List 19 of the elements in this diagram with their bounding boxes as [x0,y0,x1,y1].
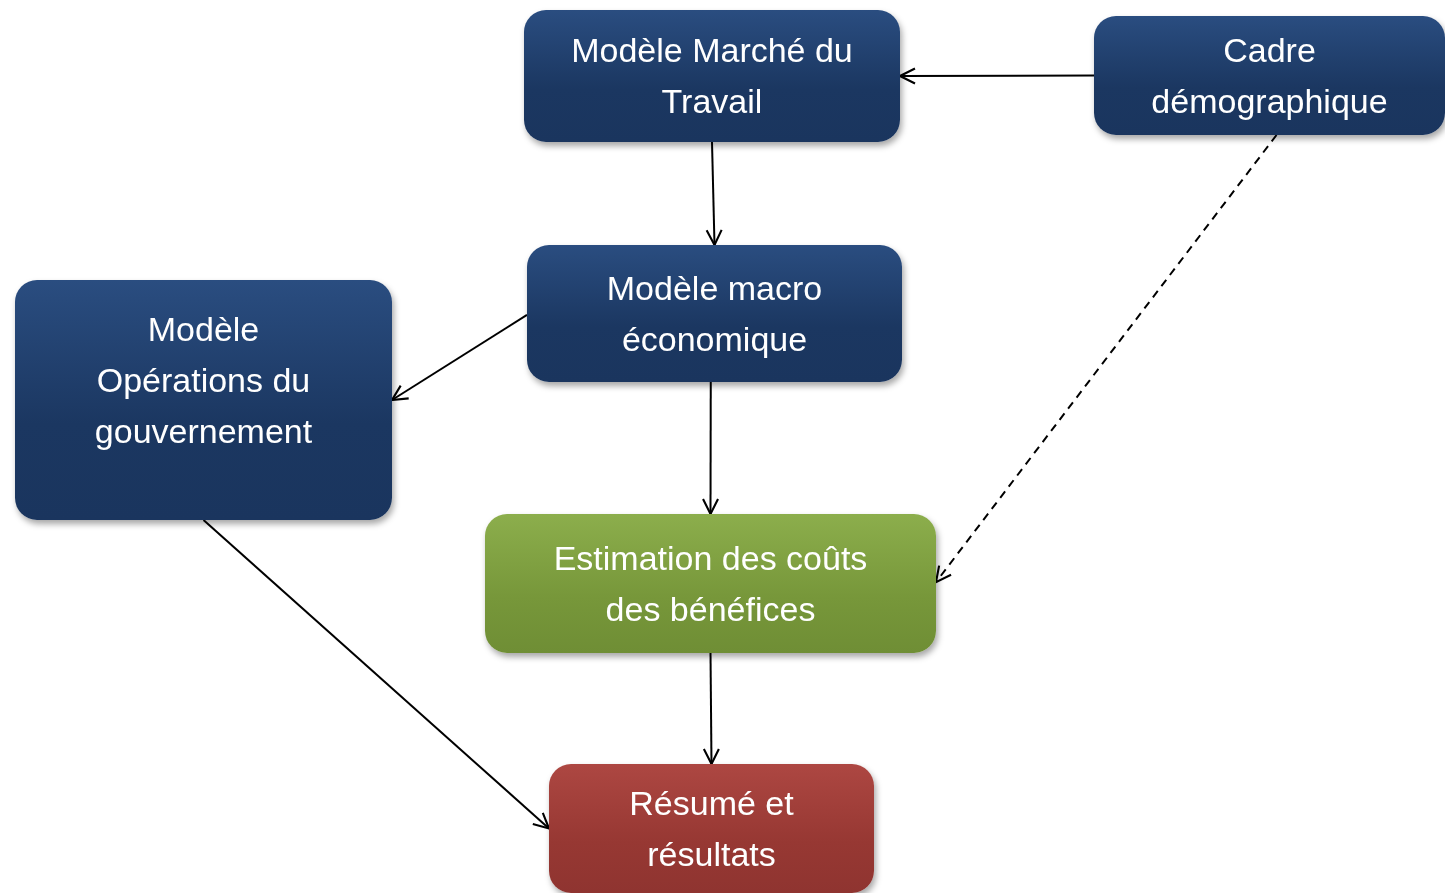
box-label: Modèle macro économique [605,267,824,360]
box-label: Résumé et résultats [628,782,795,875]
box-label: Modèle Opérations du gouvernement [93,309,314,452]
arrow [702,652,720,766]
arrow [390,313,528,402]
box-label: Estimation des coûts des bénéfices [552,537,869,630]
arrow [705,141,723,247]
arrow [702,381,720,516]
arrow [202,519,551,830]
process-box [485,514,936,653]
box-label: Cadre démographique [1150,29,1389,122]
arrow [898,67,1095,85]
arrow [934,134,1278,584]
process-box [15,280,392,520]
process-box [1094,16,1445,135]
process-box [527,245,902,382]
process-box [524,10,900,142]
process-box [549,764,874,893]
box-label: Modèle Marché du Travail [570,30,854,122]
